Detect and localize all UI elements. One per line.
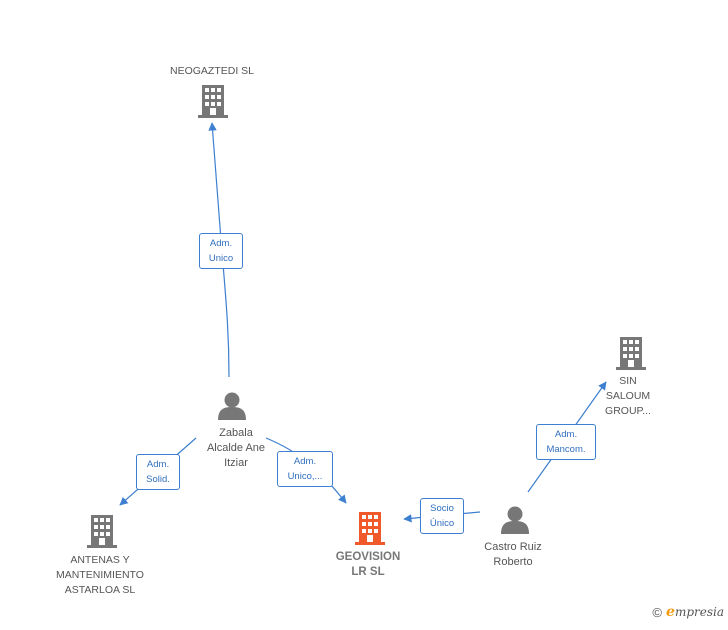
relation-badge-zabala-geovision[interactable]: Adm. Unico,... (277, 451, 333, 487)
node-label-neogaztedi[interactable]: NEOGAZTEDI SL (169, 65, 255, 77)
relation-badge-zabala-neogaztedi[interactable]: Adm. Unico (199, 233, 243, 269)
relation-line: Adm. (554, 429, 578, 440)
person-icon[interactable] (218, 392, 246, 421)
label-line: LR SL (351, 566, 385, 578)
relation-badge-castro-sin-saloum[interactable]: Adm. Mancom. (536, 424, 596, 460)
label-line: ASTARLOA SL (64, 584, 136, 596)
brand-initial: e (666, 604, 675, 620)
relation-badge-zabala-antenas[interactable]: Adm. Solid. (136, 454, 180, 490)
relation-line: Adm. (146, 459, 170, 470)
relation-line: Adm. (209, 238, 233, 249)
label-line: MANTENIMIENTO (56, 569, 144, 581)
node-label-castro[interactable]: Castro Ruiz Roberto (484, 540, 541, 570)
node-label-antenas[interactable]: ANTENAS Y MANTENIMIENTO ASTARLOA SL (56, 553, 144, 598)
building-icon[interactable] (198, 85, 228, 118)
label-line: SALOUM (605, 390, 651, 402)
relation-line: Unico (208, 253, 234, 264)
relation-line: Socio (430, 503, 454, 514)
label-line: Itziar (224, 457, 248, 469)
relation-line: Único (429, 518, 455, 529)
footer-credit: © empresia (652, 604, 724, 620)
label-line: Castro Ruiz (484, 541, 542, 553)
brand-name: mpresia (674, 605, 724, 619)
copyright-symbol: © (652, 604, 663, 620)
label-line: GROUP... (605, 405, 651, 417)
relation-line: Mancom. (546, 444, 586, 455)
label-line: SIN (619, 375, 637, 387)
building-icon[interactable] (87, 515, 117, 548)
person-icon[interactable] (501, 506, 529, 535)
node-label-sin-saloum[interactable]: SIN SALOUM GROUP... (605, 374, 651, 419)
node-label-geovision[interactable]: GEOVISION LR SL (336, 550, 401, 580)
label-line: Alcalde Ane (206, 442, 266, 454)
label-line: Zabala (219, 427, 253, 439)
label-line: Roberto (493, 556, 533, 568)
brand-logo[interactable]: empresia (666, 604, 724, 620)
building-icon[interactable] (616, 337, 646, 370)
label-line: ANTENAS Y (70, 554, 130, 566)
relation-badge-castro-geovision[interactable]: Socio Único (420, 498, 464, 534)
relation-line: Solid. (146, 474, 170, 485)
relation-line: Unico,... (287, 471, 323, 482)
relation-line: Adm. (293, 456, 317, 467)
label-line: GEOVISION (335, 551, 401, 563)
building-icon[interactable] (355, 512, 385, 545)
node-label-zabala[interactable]: Zabala Alcalde Ane Itziar (207, 426, 265, 471)
